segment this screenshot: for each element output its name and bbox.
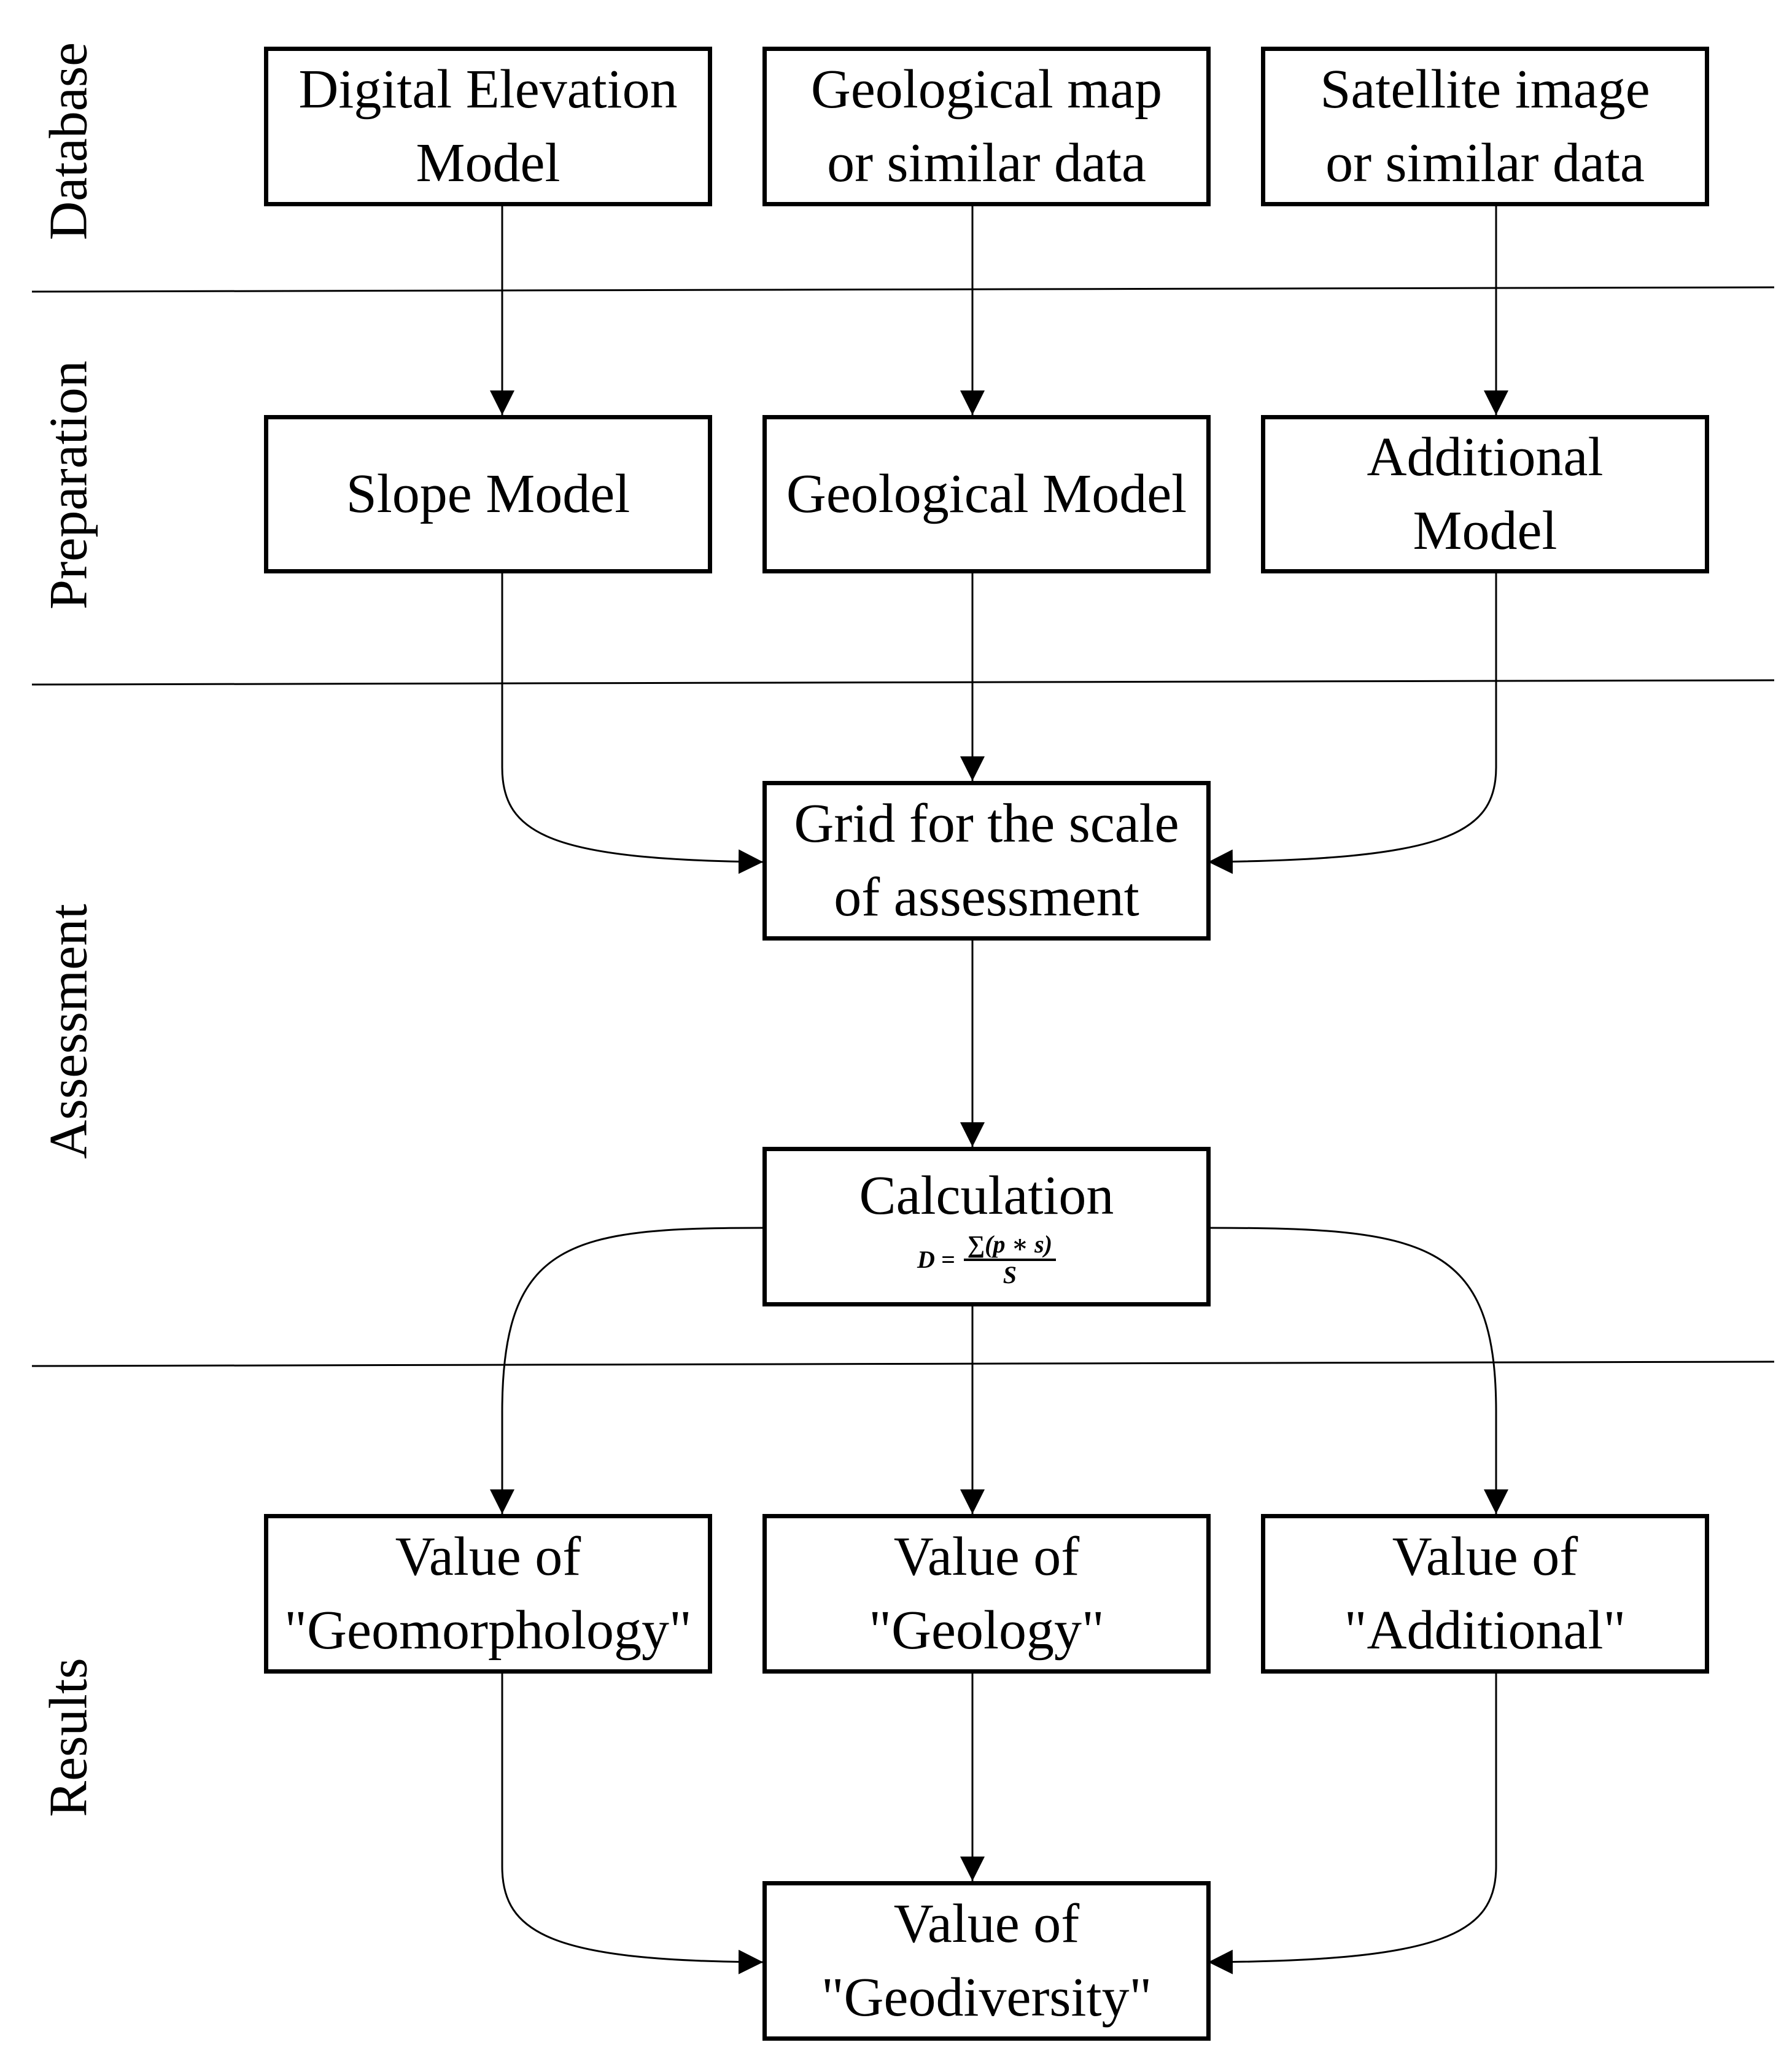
node-satellite-image: Satellite image or similar data [1261, 47, 1709, 206]
node-label-line: Digital Elevation [298, 59, 678, 120]
node-label-line: "Geology" [869, 1600, 1104, 1661]
node-additional-model: Additional Model [1261, 415, 1709, 573]
node-slope-model: Slope Model [264, 415, 712, 573]
node-calculation: Calculation D = ∑(p ∗ s) S [762, 1147, 1211, 1306]
lane-label-assessment: Assessment [39, 904, 99, 1159]
arrow-additional-to-geodiversity [1208, 1674, 1497, 1974]
node-value-additional: Value of "Additional" [1261, 1514, 1709, 1674]
formula-numerator: ∑(p ∗ s) [963, 1230, 1057, 1261]
lane-label-database: Database [39, 42, 99, 241]
arrow-geomorphology-to-geodiversity [501, 1674, 764, 1974]
node-label-line: "Geomorphology" [284, 1600, 692, 1661]
node-label-line: Value of [395, 1526, 581, 1587]
node-label-line: Value of [893, 1526, 1080, 1587]
arrow-slope-to-grid [501, 573, 764, 874]
arrow-additional-model-to-grid [1208, 573, 1497, 874]
node-label-line: "Additional" [1344, 1600, 1626, 1661]
node-value-geodiversity: Value of "Geodiversity" [762, 1881, 1211, 2041]
formula-lhs: D = [917, 1246, 955, 1273]
lane-label-preparation: Preparation [39, 360, 99, 610]
lane-divider-assessment-results [31, 1360, 1775, 1367]
node-label-line: Additional [1367, 427, 1604, 487]
node-label-line: Geological map [810, 59, 1163, 120]
lane-divider-preparation-assessment [31, 679, 1775, 686]
node-label-line: or similar data [1325, 133, 1645, 193]
formula-fraction: ∑(p ∗ s) S [963, 1230, 1057, 1289]
diversity-formula: D = ∑(p ∗ s) S [917, 1230, 1057, 1289]
node-value-geology: Value of "Geology" [762, 1514, 1211, 1674]
node-digital-elevation-model: Digital Elevation Model [264, 47, 712, 206]
node-label-line: "Geodiversity" [821, 1967, 1152, 2028]
lane-divider-database-preparation [31, 286, 1775, 293]
node-label-line: of assessment [834, 867, 1139, 928]
node-label-line: Model [416, 133, 560, 193]
formula-denominator: S [1003, 1261, 1017, 1289]
node-label-line: Calculation [859, 1165, 1114, 1226]
node-value-geomorphology: Value of "Geomorphology" [264, 1514, 712, 1674]
node-label-line: Grid for the scale [794, 793, 1179, 854]
node-label-line: Value of [893, 1893, 1080, 1954]
lane-label-results: Results [39, 1658, 99, 1817]
node-geological-model: Geological Model [762, 415, 1211, 573]
node-label-line: Slope Model [346, 464, 630, 524]
node-label-line: Satellite image [1320, 59, 1650, 120]
node-label-line: or similar data [827, 133, 1146, 193]
node-geological-map: Geological map or similar data [762, 47, 1211, 206]
node-label-line: Value of [1392, 1526, 1578, 1587]
arrow-calculation-to-geomorphology [490, 1227, 763, 1514]
node-label-line: Model [1413, 500, 1557, 561]
node-label-line: Geological Model [786, 464, 1187, 524]
arrow-calculation-to-additional [1208, 1227, 1508, 1514]
node-grid-for-scale: Grid for the scale of assessment [762, 781, 1211, 941]
